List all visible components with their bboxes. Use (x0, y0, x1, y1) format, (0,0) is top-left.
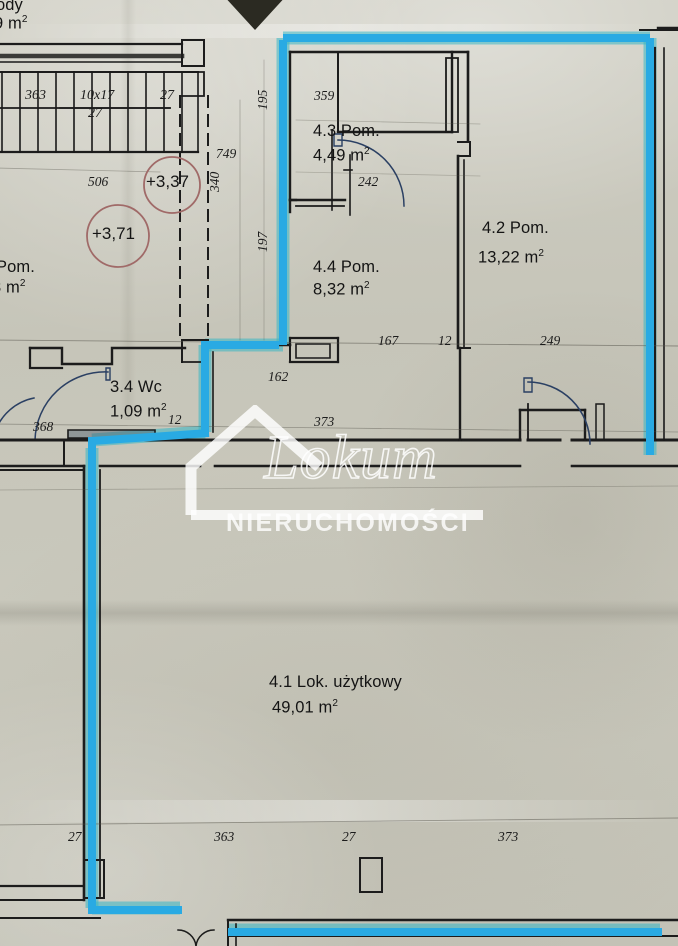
elevation-circle-337 (143, 156, 201, 214)
dim-749: 749 (216, 146, 237, 161)
dim-368: 368 (33, 419, 54, 434)
room-label-4-1-area: 49,01 m2 (272, 698, 338, 717)
room-label-4-4-area: 8,32 m2 (313, 280, 370, 299)
room-label-4-1-name: 4.1 Lok. użytkowy (269, 673, 402, 691)
dim-bottom-27-b: 27 (342, 829, 356, 844)
dim-167: 167 (378, 333, 399, 348)
dim-340: 340 (207, 171, 222, 192)
room-label-cut-left-name: Pom. (0, 258, 35, 276)
room-label-4-3-name: 4.3 Pom. (313, 122, 380, 140)
dim-bottom-373: 373 (498, 829, 519, 844)
dim-162: 162 (268, 369, 289, 384)
stair-dim-27-b: 27 (160, 88, 174, 103)
stair-dim-27-a: 27 (88, 106, 102, 121)
room-label-4-3-area: 4,49 m2 (313, 146, 370, 165)
room-label-cut-top-name: ody (0, 0, 23, 14)
stair-dim-10x17: 10x17 (80, 88, 115, 103)
dim-242: 242 (358, 174, 379, 189)
room-label-cut-left-area: 8 m2 (0, 278, 26, 297)
room-label-4-2-name: 4.2 Pom. (482, 219, 549, 237)
dim-12-b: 12 (168, 412, 182, 427)
room-label-3-4-name: 3.4 Wc (110, 378, 162, 396)
dim-12-a: 12 (438, 333, 452, 348)
dim-bottom-27-a: 27 (68, 829, 82, 844)
room-label-4-4-name: 4.4 Pom. (313, 258, 380, 276)
north-arrow-icon (227, 0, 283, 30)
dim-197: 197 (255, 231, 270, 252)
elevation-marker-337: +3,37 (146, 172, 190, 191)
elevation-marker-371: +3,71 (92, 224, 136, 243)
dim-373-mid: 373 (314, 414, 335, 429)
dim-bottom-363: 363 (214, 829, 235, 844)
elevation-circle-371 (86, 204, 150, 268)
dim-506: 506 (88, 174, 109, 189)
room-label-4-2-area: 13,22 m2 (478, 248, 544, 267)
room-label-cut-top-area: 9 m2 (0, 14, 28, 33)
room-label-3-4-area: 1,09 m2 (110, 402, 167, 421)
stair-dim-363: 363 (25, 88, 46, 103)
dim-195: 195 (255, 89, 270, 110)
dim-359: 359 (314, 88, 335, 103)
dim-249: 249 (540, 333, 561, 348)
